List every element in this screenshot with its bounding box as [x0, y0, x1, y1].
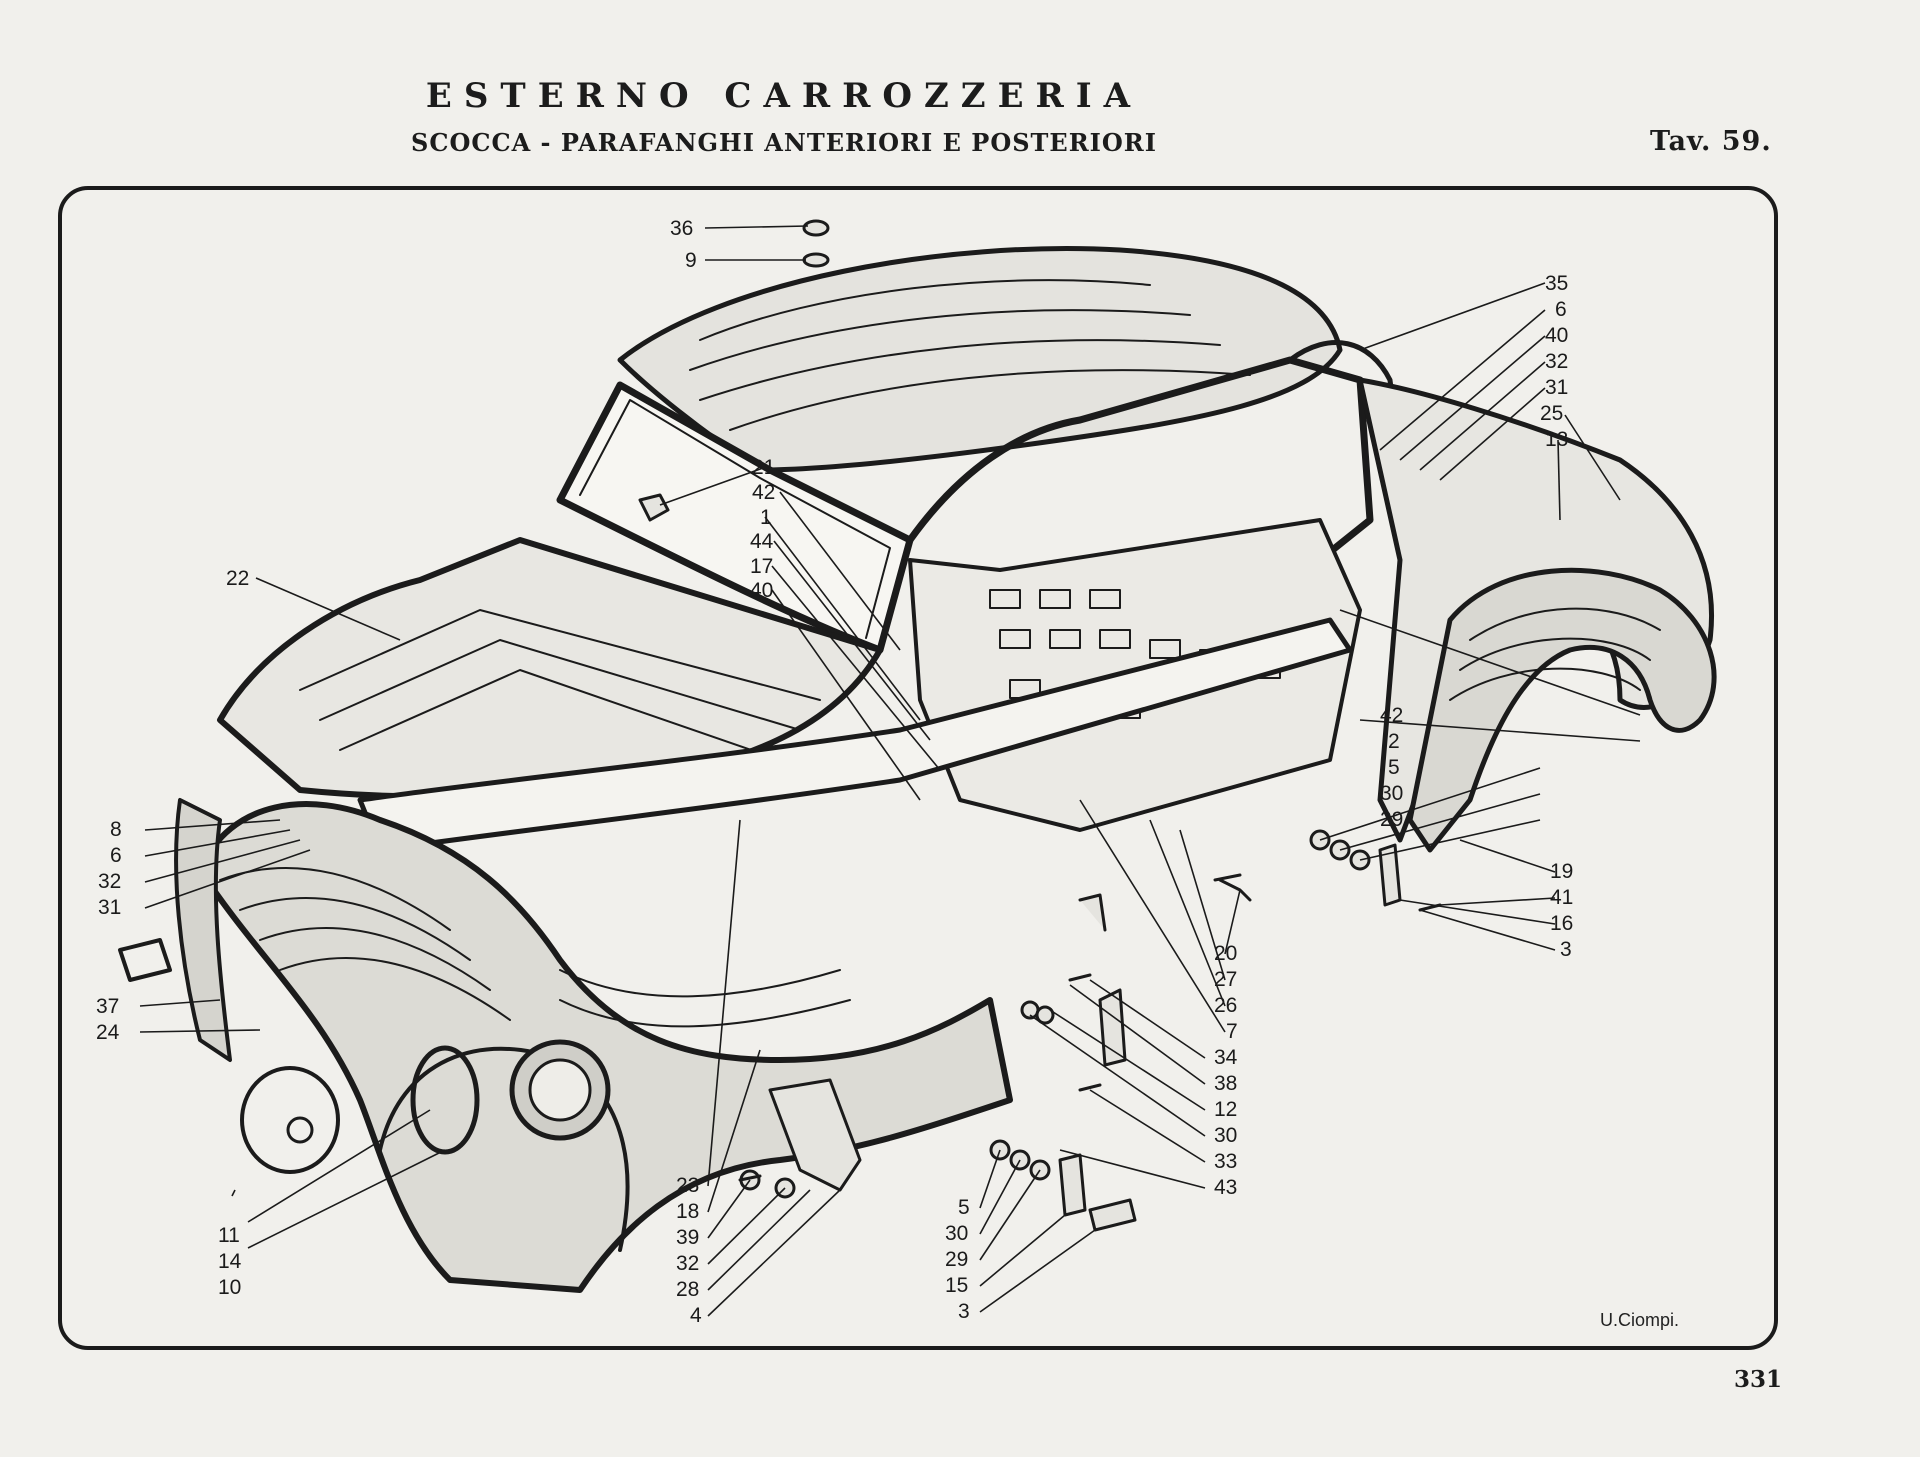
callout-label: 30 — [1214, 1124, 1237, 1147]
callout-label: 40 — [1545, 324, 1568, 347]
callout-label: 10 — [218, 1276, 241, 1299]
callout-label: 39 — [676, 1226, 699, 1249]
callout-label: 5 — [958, 1196, 970, 1219]
callout-label: 23 — [676, 1174, 699, 1197]
callout-label: 11 — [218, 1224, 240, 1247]
page-title: ESTERNO CARROZZERIA — [425, 76, 1143, 116]
callout-label: 3 — [1560, 938, 1572, 961]
callout-label: 31 — [1545, 376, 1568, 399]
callout-label: 29 — [945, 1248, 968, 1271]
callout-label: 20 — [1214, 942, 1237, 965]
grille — [174, 798, 232, 1062]
callout-label: 27 — [1214, 968, 1237, 991]
callout-label: 30 — [1380, 782, 1403, 805]
callout-label: 2 — [1388, 730, 1400, 753]
front-fender — [197, 801, 1013, 1293]
callout-label: 14 — [218, 1250, 242, 1273]
callout-label: 32 — [1545, 350, 1568, 373]
callout-label: 32 — [676, 1252, 699, 1275]
callout-label: 33 — [1214, 1150, 1237, 1173]
callout-label: 37 — [96, 995, 119, 1018]
callout-label: 8 — [110, 818, 122, 841]
callout-label: 6 — [1555, 298, 1567, 321]
callout-label: 35 — [1545, 272, 1568, 295]
callout-label: 13 — [1545, 428, 1568, 451]
callout-leaders — [139, 225, 1641, 1317]
callout-label: 21 — [752, 456, 775, 479]
callout-label: 29 — [1380, 808, 1403, 831]
callout-label: 43 — [1214, 1176, 1237, 1199]
rear-fender — [1407, 567, 1717, 853]
callout-label: 3 — [958, 1300, 970, 1323]
callout-label: 24 — [96, 1021, 120, 1044]
callout-label: 22 — [226, 567, 249, 590]
plate-number: Tav. 59. — [1650, 126, 1772, 157]
callout-label: 41 — [1550, 886, 1573, 909]
side-pillar — [906, 356, 1374, 564]
callout-label: 42 — [1380, 704, 1403, 727]
callout-label: 32 — [98, 870, 121, 893]
callout-label: 36 — [670, 217, 693, 240]
callout-label: 18 — [676, 1200, 699, 1223]
callout-label: 6 — [110, 844, 122, 867]
callout-label: 44 — [750, 530, 774, 553]
page-number: 331 — [1734, 1366, 1783, 1393]
headlamp-ring — [410, 1045, 480, 1155]
diagram-frame — [58, 186, 1778, 1350]
callout-label: 25 — [1540, 402, 1563, 425]
side-sill — [357, 617, 1353, 853]
callout-label: 28 — [676, 1278, 699, 1301]
callout-label: 38 — [1214, 1072, 1237, 1095]
headlamp-ring — [240, 1066, 340, 1174]
callout-label: 42 — [752, 481, 775, 504]
callout-label: 16 — [1550, 912, 1573, 935]
callout-label: 19 — [1550, 860, 1573, 883]
callout-label: 31 — [98, 896, 121, 919]
callout-label: 7 — [1226, 1020, 1238, 1043]
callout-label: 5 — [1388, 756, 1400, 779]
callout-label: 15 — [945, 1274, 968, 1297]
callout-label: 30 — [945, 1222, 968, 1245]
page-subtitle: SCOCCA - PARAFANGHI ANTERIORI E POSTERIO… — [411, 128, 1157, 157]
callout-label: 1 — [760, 506, 772, 529]
illustrator-signature: U.Ciompi. — [1600, 1310, 1680, 1330]
car-body-illustration — [118, 219, 1717, 1293]
callout-label: 34 — [1214, 1046, 1238, 1069]
callout-label: 12 — [1214, 1098, 1237, 1121]
callout-label: 40 — [750, 579, 773, 602]
callout-label: 4 — [690, 1304, 702, 1327]
callout-label: 26 — [1214, 994, 1237, 1017]
callout-label: 17 — [750, 555, 773, 578]
callout-numbers: 36 9 35 6 40 32 31 25 13 21 42 1 44 17 4… — [96, 217, 1573, 1327]
callout-label: 9 — [685, 249, 697, 272]
